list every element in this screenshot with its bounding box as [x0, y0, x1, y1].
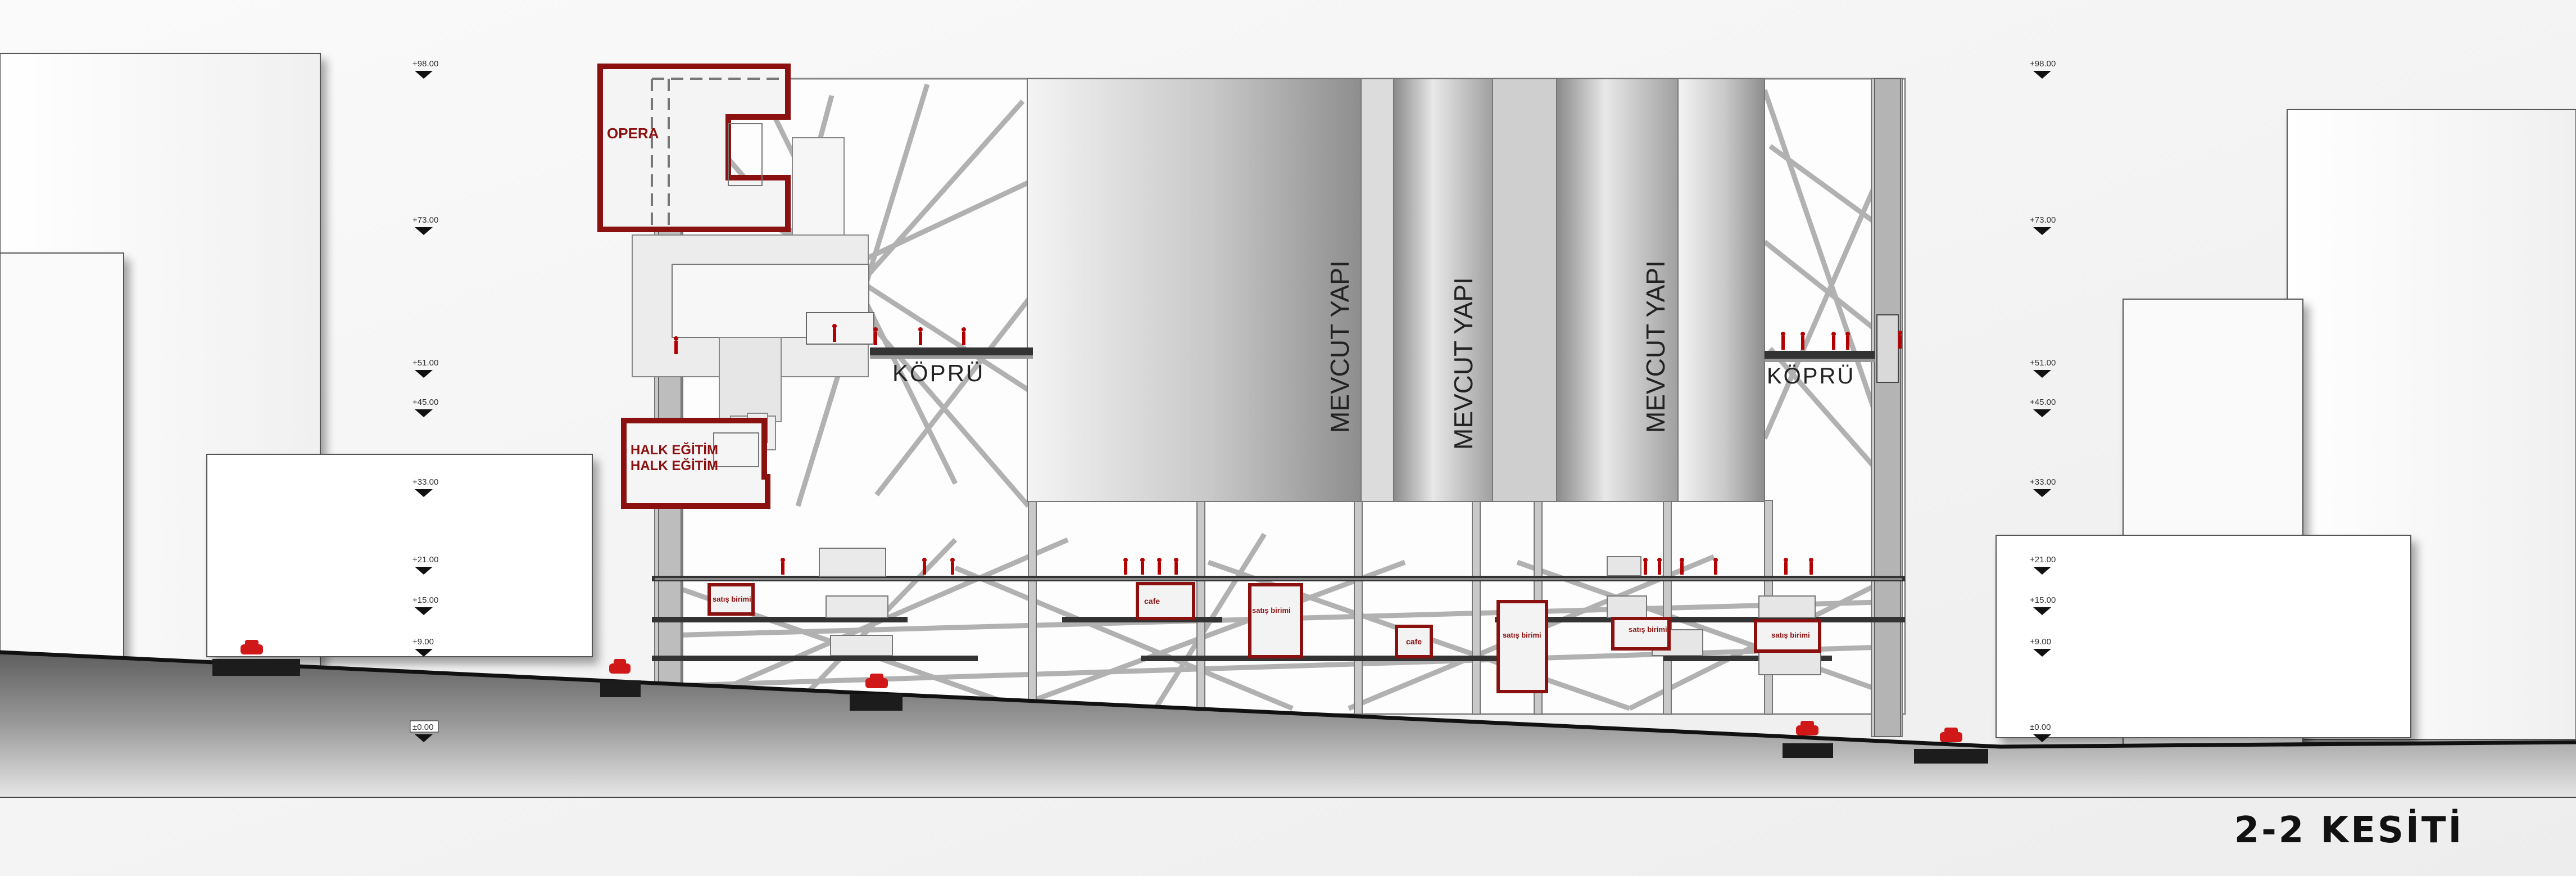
- cafe-label-1: cafe: [1144, 597, 1160, 606]
- vehicle-entrances: [212, 659, 1988, 764]
- sales-unit-label-2: satış birimi: [1252, 606, 1291, 615]
- bridge-left-label: KÖPRÜ: [892, 360, 985, 386]
- level-label-left: +9.00: [412, 637, 434, 647]
- level-label-left: +21.00: [412, 555, 438, 565]
- existing-building-label-1: MEVCUT YAPI: [1325, 260, 1354, 433]
- car-icons: [241, 640, 1962, 742]
- level-label-left: ±0.00: [412, 723, 433, 732]
- existing-building-label-2: MEVCUT YAPI: [1449, 277, 1478, 450]
- level-label-right: +98.00: [2030, 59, 2056, 69]
- level-label-right: +21.00: [2030, 555, 2056, 565]
- sales-unit-label-4: satış birimi: [1629, 625, 1667, 634]
- level-markers-right: +98.00 +73.00 +51.00 +45.00 +33.00 +21.0…: [2030, 59, 2056, 742]
- bridge-left: [870, 347, 1033, 359]
- level-label-right: +51.00: [2030, 358, 2056, 368]
- existing-building-label-3: MEVCUT YAPI: [1641, 260, 1670, 433]
- level-label-left: +51.00: [412, 358, 438, 368]
- existing-building-left: [1027, 78, 1394, 502]
- bridge-right-label: KÖPRÜ: [1767, 364, 1855, 389]
- cafe-label-2: cafe: [1406, 637, 1422, 646]
- level-label-right: +9.00: [2030, 637, 2051, 647]
- level-label-right: +73.00: [2030, 215, 2056, 225]
- podium-volumes: [819, 548, 1821, 675]
- level-label-left: +73.00: [412, 215, 438, 225]
- level-label-right: +15.00: [2030, 595, 2056, 605]
- level-label-left: +98.00: [412, 59, 438, 69]
- level-label-right: +45.00: [2030, 398, 2056, 407]
- level-markers-left: +98.00 +73.00 +51.00 +45.00 +33.00 +21.0…: [410, 59, 439, 742]
- level-label-right: ±0.00: [2030, 723, 2051, 732]
- retail-units: [708, 582, 1821, 693]
- mid-volumes-left: [632, 234, 874, 450]
- sales-unit-label-1: satış birimi: [713, 595, 751, 603]
- bridge-right: [1765, 351, 1875, 362]
- halk-egitim-label-2: HALK EĞİTİM: [631, 458, 718, 473]
- context-buildings-right: [1996, 109, 2576, 749]
- sales-unit-label-5: satış birimi: [1771, 631, 1810, 639]
- context-buildings-left: [0, 53, 593, 675]
- opera-label: OPERA: [607, 125, 659, 142]
- opera-volume: [597, 64, 845, 251]
- level-label-left: +15.00: [412, 595, 438, 605]
- level-label-left: +33.00: [412, 477, 438, 487]
- level-label-right: +33.00: [2030, 477, 2056, 487]
- existing-building-middle: [1393, 78, 1557, 502]
- level-label-left: +45.00: [412, 398, 438, 407]
- halk-egitim-volume: [621, 413, 770, 509]
- sheet-title: 2-2 KESİTİ: [2234, 810, 2464, 851]
- existing-building-right: [1556, 78, 1765, 502]
- halk-egitim-label-1: HALK EĞİTİM: [631, 442, 718, 458]
- sales-unit-label-3: satış birimi: [1503, 631, 1541, 639]
